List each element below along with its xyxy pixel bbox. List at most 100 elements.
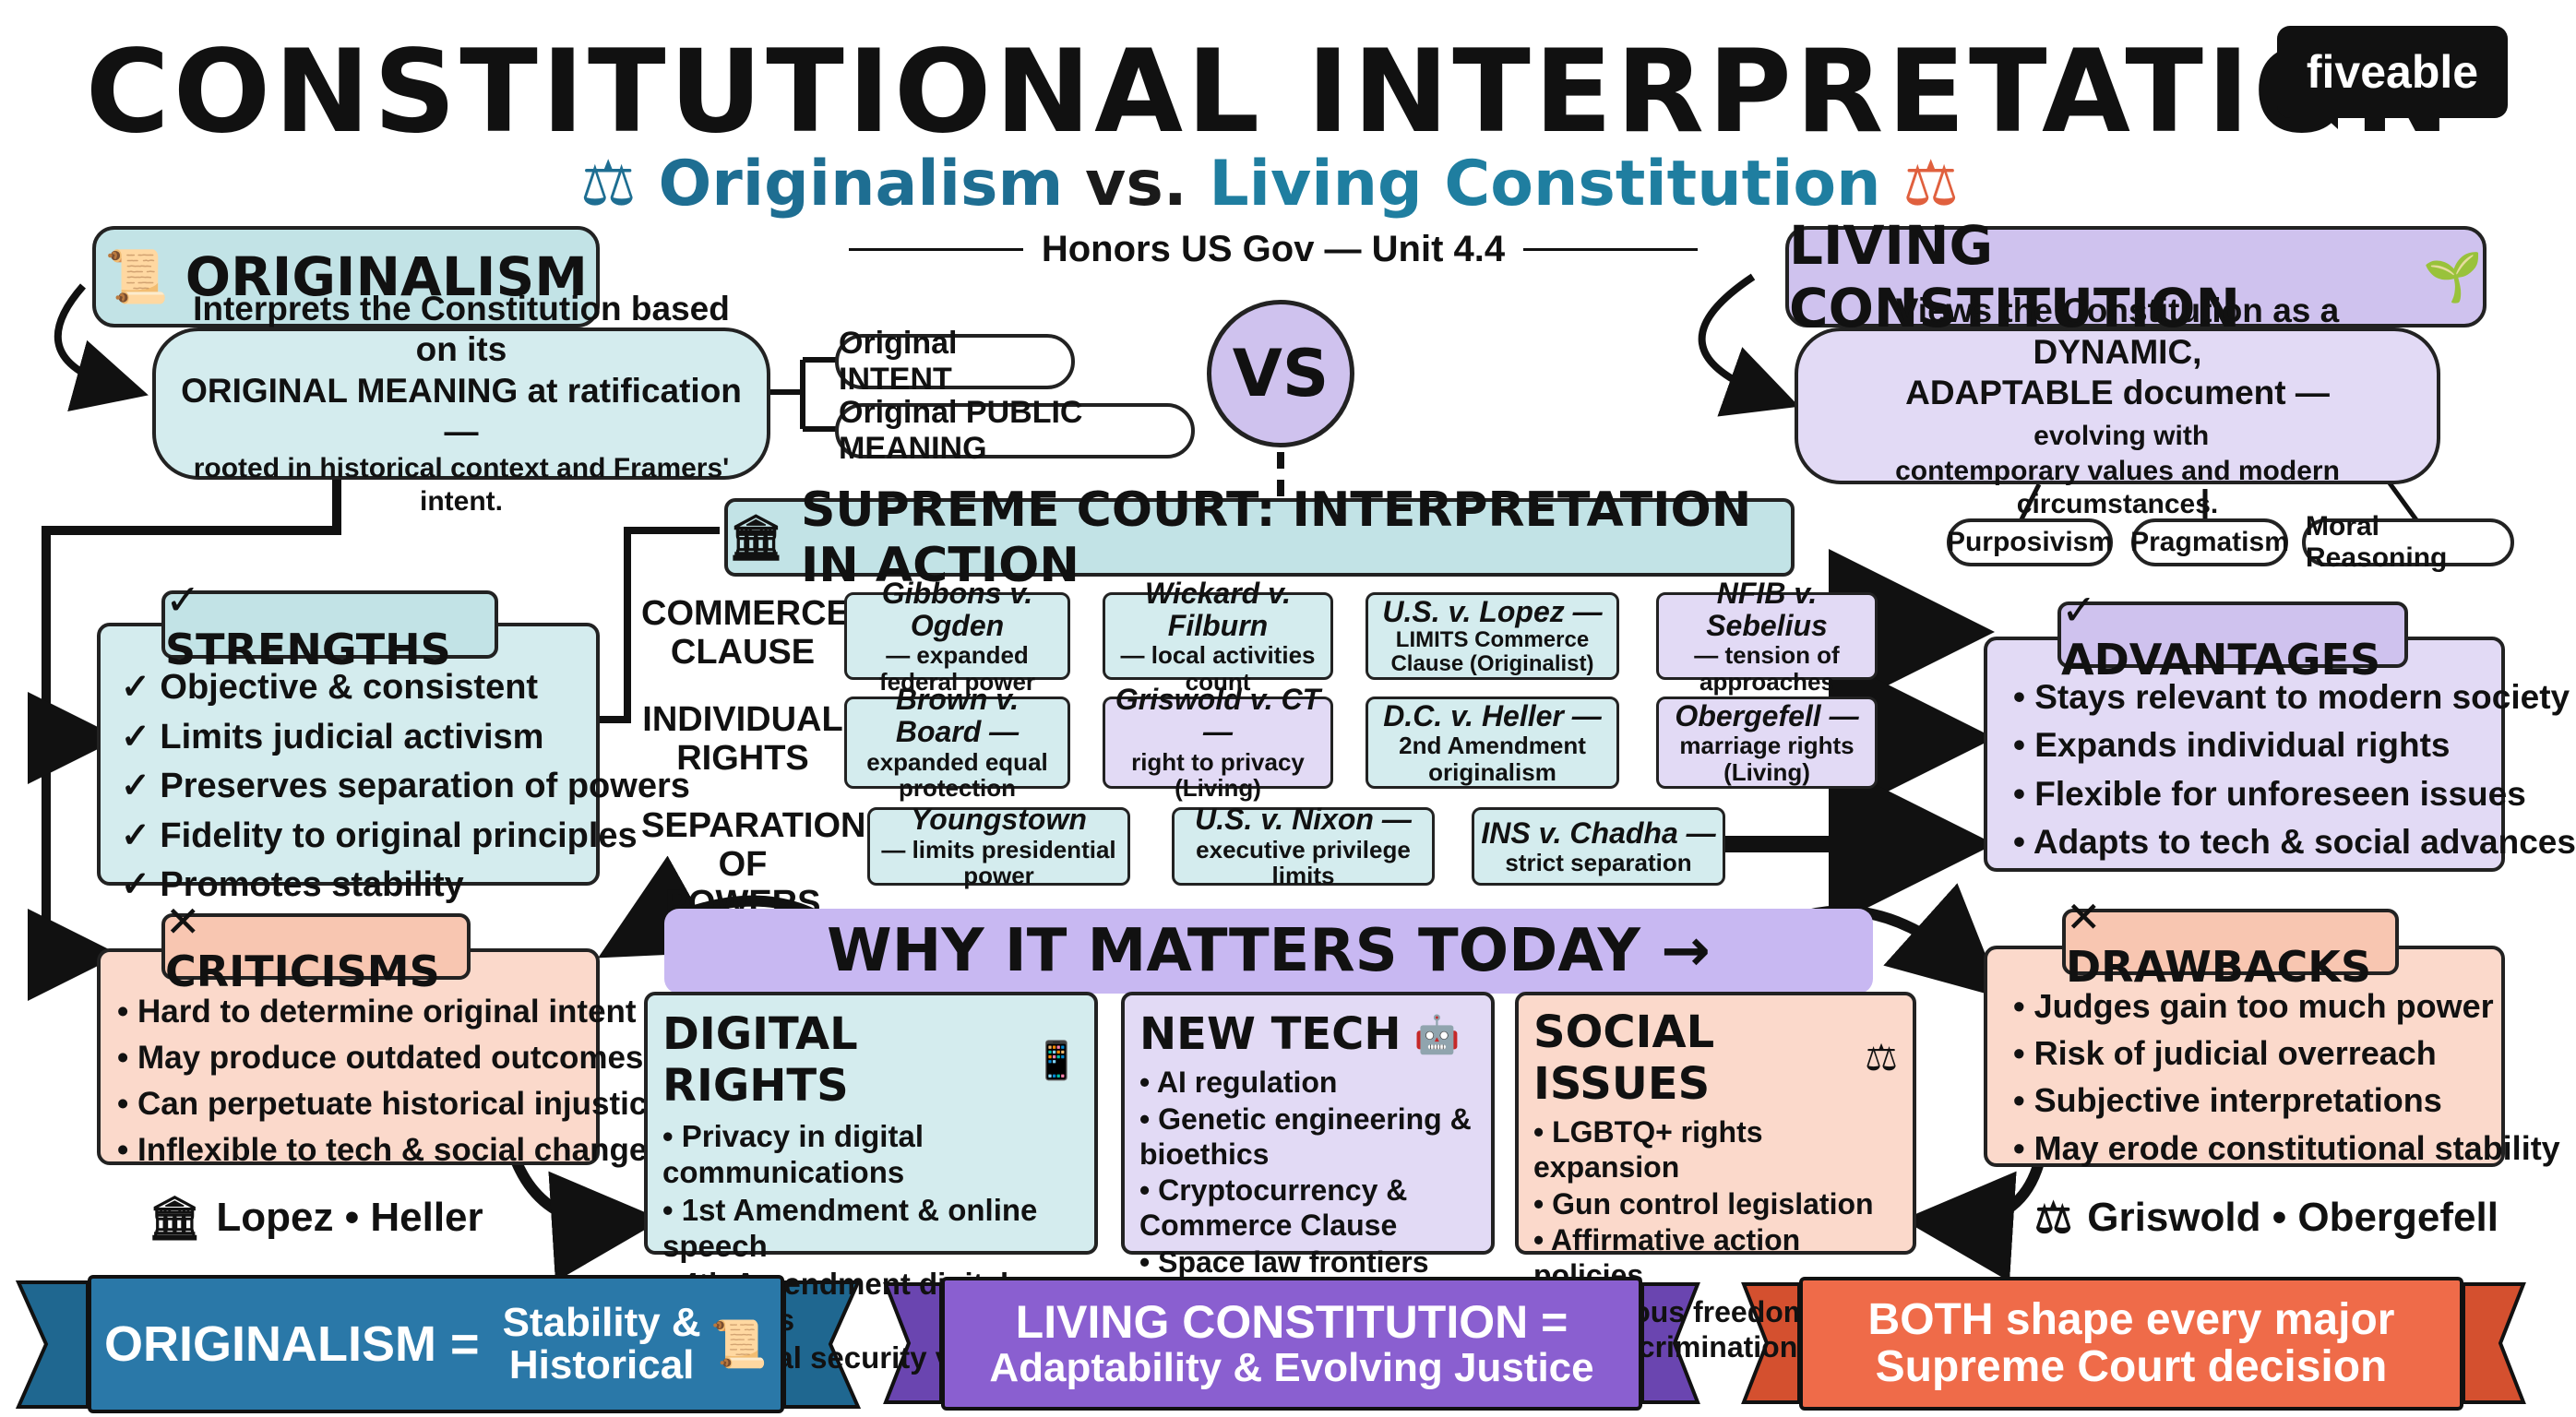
case-desc: executive privilege limits [1196,835,1411,890]
case-desc: marriage rights (Living) [1679,732,1854,786]
case-desc: — tension of approaches [1694,641,1840,696]
drawbacks-panel: • Judges gain too much power • Risk of j… [1984,946,2560,1168]
case-nixon: U.S. v. Nixon — executive privilege limi… [1172,804,1435,890]
originalism-header: 📜 ORIGINALISM [92,226,600,327]
page-subtitle: ⚖ Originalism vs. Living Constitution ⚖ [0,148,2539,220]
strengths-tab: ✓ STRENGTHS [161,575,498,674]
vs-badge: VS [1207,300,1354,447]
banner-originalism-b1: Stability & [502,1299,701,1345]
newtech-item: • AI regulation [1139,1066,1338,1099]
new-tech-title-text: NEW TECH [1139,1008,1401,1060]
advantage-item: • Adapts to tech & social advances [2013,823,2576,862]
advantages-panel: • Stays relevant to modern society • Exp… [1984,637,2576,872]
social-item: • Gun control legislation [1533,1186,1874,1221]
criticisms-list: • Hard to determine original intent • Ma… [117,993,665,1170]
courthouse-icon-small: 🏛 [148,1193,202,1242]
gavel-icon-right: ⚖ [1902,148,1960,220]
banner-both-a: BOTH shape every major [1867,1295,2395,1345]
originalism-curve-arrow [54,283,149,411]
left-case-refs: 🏛 Lopez • Heller [148,1185,535,1250]
banner-living: LIVING CONSTITUTION = Adaptability & Evo… [941,1277,1642,1411]
drawbacks-list: • Judges gain too much power • Risk of j… [2013,986,2560,1168]
strength-item: ✓ Objective & consistent [121,668,539,707]
criticisms-panel: • Hard to determine original intent • Ma… [97,948,665,1168]
living-def-line1: Views the Constitution as a DYNAMIC, [1895,292,2340,371]
courthouse-icon: 🏛 [728,512,784,564]
living-curve-arrow [1698,273,1800,417]
row-label-individual: INDIVIDUAL RIGHTS [642,700,843,778]
newtech-item: • Genetic engineering & bioethics [1139,1101,1472,1171]
banner-both: BOTH shape every major Supreme Court dec… [1799,1277,2463,1411]
gavel-icon: ⚖ [579,148,637,220]
drawback-item: • May erode constitutional stability [2013,1128,2560,1167]
pill-original-public-meaning: Original PUBLIC MEANING [835,395,1195,466]
scales-icon: ⚖ [1865,1037,1898,1079]
strength-item: ✓ Fidelity to original principles [121,816,638,855]
case-name: Youngstown [911,803,1087,837]
social-issues-title: SOCIAL ISSUES ⚖ [1533,1006,1898,1110]
digital-rights-title: DIGITAL RIGHTS 📱 [662,1008,1079,1112]
strengths-to-court [600,527,720,723]
banner-originalism: ORIGINALISM = Stability & Historical 📜 [88,1275,784,1413]
robot-icon: 🤖 [1413,1013,1461,1056]
digital-rights-title-text: DIGITAL RIGHTS [662,1008,858,1112]
case-wickard: Wickard v. Filburn — local activities co… [1103,577,1333,695]
originalism-def-line1: Interprets the Constitution based on its [193,289,730,369]
case-desc: right to privacy (Living) [1131,747,1305,803]
supreme-court-header: 🏛 SUPREME COURT: INTERPRETATION IN ACTIO… [724,482,1795,593]
subtitle-originalism: Originalism [658,148,1064,220]
originalism-def-line3: rooted in historical context and Framers… [193,453,730,518]
digital-rights-panel: DIGITAL RIGHTS 📱 • Privacy in digital co… [644,992,1098,1411]
unit-label: Honors US Gov — Unit 4.4 [1041,228,1506,269]
banner-originalism-b2: Historical [508,1342,695,1387]
banner-originalism-a: ORIGINALISM = [104,1316,494,1372]
case-name: Gibbons v. Ogden [881,576,1033,642]
pill-pragmatism: Pragmatism [2130,518,2289,566]
case-name: Obergefell — [1675,698,1859,732]
left-case-refs-text: Lopez • Heller [216,1195,483,1240]
newtech-item: • Cryptocurrency & Commerce Clause [1139,1173,1408,1242]
case-gibbons: Gibbons v. Ogden — expanded federal powe… [844,577,1070,695]
logo-tail [2316,109,2338,129]
living-definition: Views the Constitution as a DYNAMIC, ADA… [1795,292,2440,519]
phone-icon: 📱 [1033,1039,1079,1082]
case-desc: — expanded federal power [878,641,1036,696]
new-tech-title: NEW TECH 🤖 [1139,1008,1476,1060]
social-issues-panel: SOCIAL ISSUES ⚖ • LGBTQ+ rights expansio… [1515,992,1916,1363]
unit-rule-left [849,247,1023,251]
criticism-item: • Hard to determine original intent [117,994,637,1030]
case-name: Brown v. Board — [895,683,1020,749]
case-name: NFIB v. Sebelius [1706,576,1828,642]
case-youngstown: Youngstown — limits presidential power [867,803,1130,888]
pill-moral-reasoning: Moral Reasoning [2302,511,2514,573]
banner-mid-shape [883,1282,943,1404]
criticisms-tab: ✕ CRITICISMS [161,897,471,996]
scroll-icon: 📜 [710,1317,768,1370]
case-desc: 2nd Amendment originalism [1399,732,1586,786]
pill-original-intent: Original INTENT [835,326,1075,397]
banner-left-shape-r [782,1280,862,1409]
originalism-header-label: ORIGINALISM [185,245,588,308]
strength-item: ✓ Limits judicial activism [121,717,544,756]
advantage-item: • Stays relevant to modern society [2013,678,2570,716]
case-heller: D.C. v. Heller — 2nd Amendment originali… [1366,697,1619,789]
originalism-def-line2: ORIGINAL MEANING at ratification — [181,371,742,450]
supreme-court-header-label: SUPREME COURT: INTERPRETATION IN ACTION [800,482,1752,593]
strengths-list: ✓ Objective & consistent ✓ Limits judici… [121,667,690,907]
living-def-line2a: ADAPTABLE document — [1905,374,2330,411]
case-nfib: NFIB v. Sebelius — tension of approaches [1656,577,1878,695]
pills-bracket [766,357,840,432]
new-tech-list: • AI regulation • Genetic engineering & … [1139,1066,1476,1280]
right-case-refs-text: Griswold • Obergefell [2087,1195,2498,1240]
drawback-item: • Subjective interpretations [2013,1081,2442,1120]
strength-item: ✓ Promotes stability [121,865,464,905]
case-desc: LIMITS Commerce Clause (Originalist) [1390,626,1594,677]
case-name: D.C. v. Heller — [1383,698,1602,732]
case-lopez: U.S. v. Lopez — LIMITS Commerce Clause (… [1366,592,1619,680]
criticisms-swoosh [511,1160,662,1282]
advantage-item: • Flexible for unforeseen issues [2013,774,2526,813]
newtech-item: • Space law frontiers [1139,1244,1429,1279]
case-desc: strict separation [1505,848,1692,876]
row-label-commerce: COMMERCE CLAUSE [641,594,850,672]
